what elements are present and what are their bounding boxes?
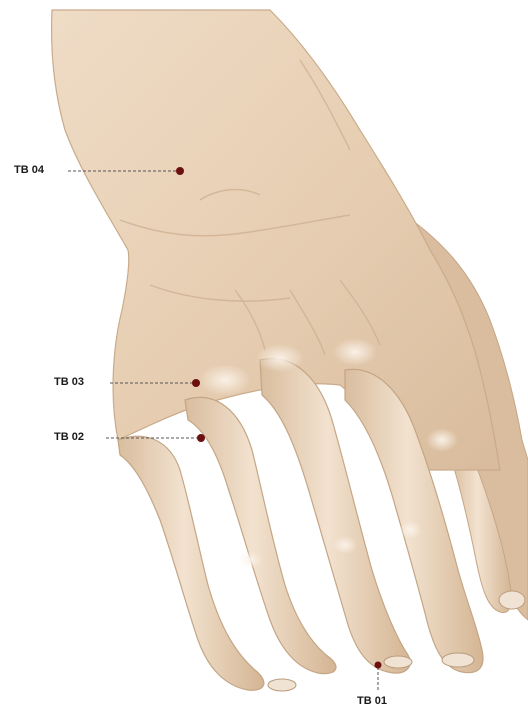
label-tb04: TB 04 — [14, 164, 44, 176]
marker-tb04 — [176, 167, 184, 175]
label-tb03: TB 03 — [54, 376, 84, 388]
marker-tb01 — [375, 662, 382, 669]
label-tb01: TB 01 — [357, 695, 387, 707]
label-tb02: TB 02 — [54, 431, 84, 443]
marker-tb02 — [197, 434, 205, 442]
marker-tb03 — [192, 379, 200, 387]
